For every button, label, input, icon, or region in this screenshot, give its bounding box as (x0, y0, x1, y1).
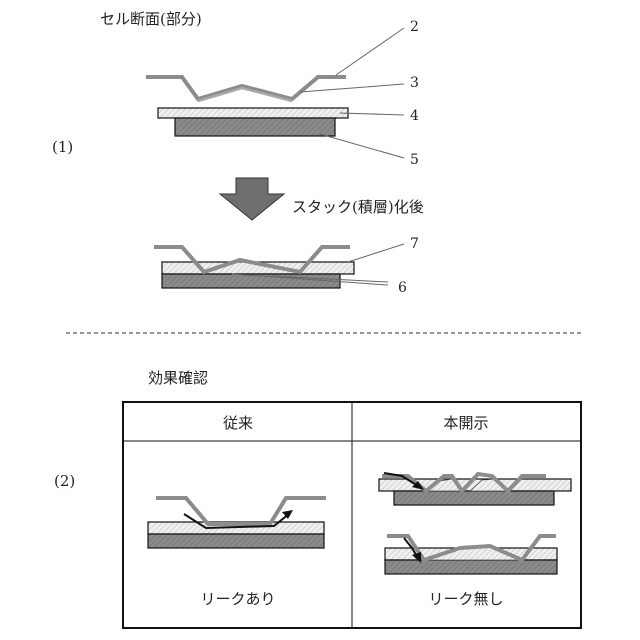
caption-leak-present: リークあり (200, 590, 275, 608)
conventional-bottom-plate (148, 534, 324, 548)
effect-title: 効果確認 (148, 369, 208, 387)
step-1-label: (1) (52, 138, 73, 156)
disclosure-bottom-plate-a (394, 491, 554, 505)
callout-3: 3 (410, 75, 419, 91)
header-conventional: 従来 (223, 414, 253, 432)
leader-3 (300, 84, 404, 92)
stack-arrow-text: スタック(積層)化後 (292, 198, 424, 216)
callout-2: 2 (410, 19, 419, 35)
callout-7: 7 (410, 236, 419, 252)
diagram-title: セル断面(部分) (100, 10, 202, 28)
conventional-membrane (156, 498, 326, 524)
disclosure-bottom-plate-b (385, 560, 557, 574)
substrate-plate-5 (175, 118, 335, 136)
disclosure-cell-top (379, 473, 571, 505)
leader-4 (340, 113, 404, 115)
disclosure-cell-bottom (385, 536, 557, 574)
callout-5: 5 (410, 152, 419, 168)
stacked-bottom-plate (162, 274, 340, 288)
leader-7 (348, 244, 404, 262)
down-arrow-icon (220, 178, 284, 220)
callout-4: 4 (410, 108, 419, 124)
leader-5 (320, 134, 404, 158)
caption-no-leak: リーク無し (428, 590, 503, 608)
cell-cross-section-before (146, 77, 348, 136)
leader-2 (336, 28, 404, 75)
conventional-cell (148, 498, 326, 548)
electrode-plate-4 (158, 108, 348, 118)
callout-6: 6 (398, 280, 407, 296)
step-2-label: (2) (54, 472, 75, 490)
cell-cross-section-after (154, 247, 354, 288)
header-present-disclosure: 本開示 (443, 414, 488, 432)
